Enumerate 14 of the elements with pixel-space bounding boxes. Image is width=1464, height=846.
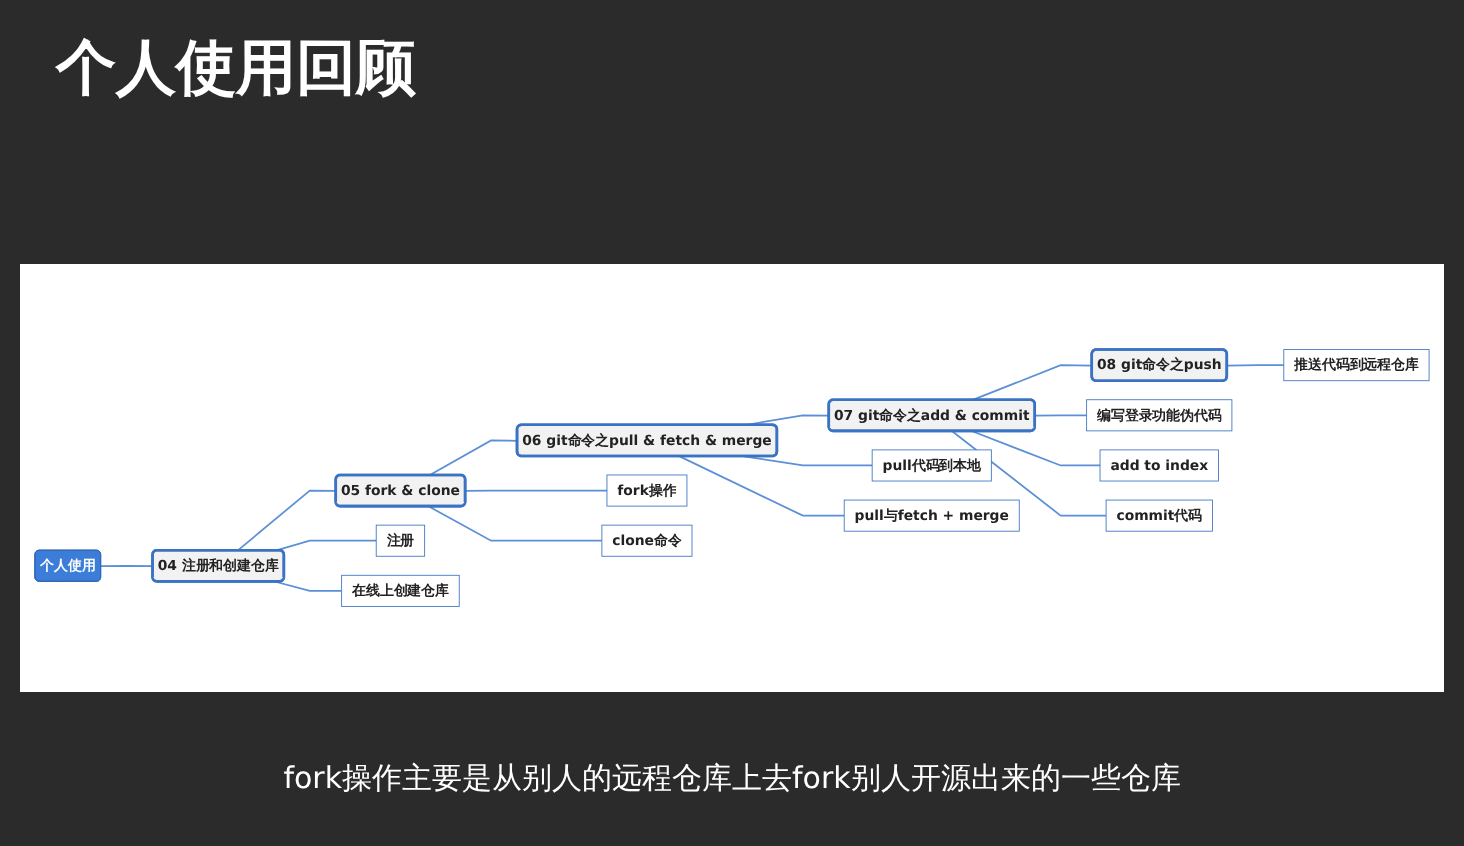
subtitle-caption: fork操作主要是从别人的远程仓库上去fork别人开源出来的一些仓库 bbox=[281, 760, 1183, 798]
connector bbox=[743, 455, 874, 467]
connector bbox=[951, 430, 1107, 517]
connector bbox=[100, 564, 154, 568]
connector bbox=[428, 505, 603, 542]
connector bbox=[678, 455, 846, 517]
connector bbox=[464, 489, 608, 492]
connector bbox=[236, 489, 338, 552]
connector bbox=[428, 439, 519, 477]
connector bbox=[1034, 414, 1088, 417]
connector bbox=[971, 364, 1094, 402]
connector bbox=[971, 430, 1101, 467]
slide-title: 个人使用回顾 bbox=[56, 32, 416, 108]
connector bbox=[1226, 364, 1285, 367]
